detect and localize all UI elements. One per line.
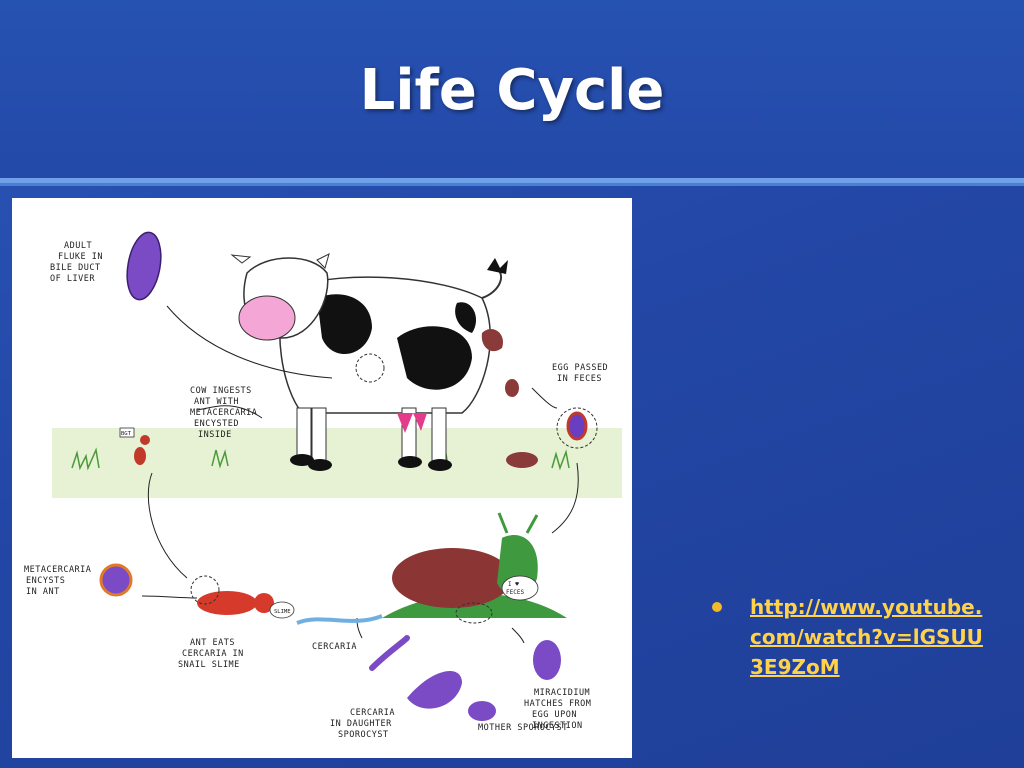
feces-icon	[505, 379, 519, 397]
egg-icon	[556, 407, 598, 449]
cycle-arrows	[141, 305, 579, 644]
label-metacercaria-1: METACERCARIA	[24, 565, 91, 575]
life-cycle-illustration: ADULT FLUKE IN BILE DUCT OF LIVER COW IN…	[24, 231, 622, 740]
snail-sign-text-1: I ♥	[508, 581, 519, 588]
grass-blades	[71, 447, 570, 471]
label-metacercaria-2: ENCYSTS	[26, 576, 65, 586]
ant-eating-cercaria: SLIME	[190, 575, 295, 619]
label-cercaria-daughter-1: CERCARIA	[350, 708, 395, 718]
feces-icon	[506, 452, 538, 468]
snail: I ♥ FECES	[296, 512, 567, 625]
label-cow-ingests-1: COW INGESTS	[190, 386, 252, 396]
label-miracidium-2: HATCHES FROM	[524, 699, 591, 709]
label-adult-fluke-4: OF LIVER	[50, 274, 95, 284]
label-cow-ingests-2: ANT WITH	[194, 397, 239, 407]
label-adult-fluke-3: BILE DUCT	[50, 263, 101, 273]
bullet-icon	[712, 602, 722, 612]
feces-icon	[481, 328, 503, 352]
label-ant-eats-3: SNAIL SLIME	[178, 660, 240, 670]
label-cercaria-daughter-3: SPOROCYST	[338, 730, 389, 740]
label-ant-eats-1: ANT EATS	[190, 638, 235, 648]
adult-fluke-icon	[126, 231, 162, 301]
label-cow-ingests-3: METACERCARIA	[190, 408, 257, 418]
label-miracidium-4: INGESTION	[532, 721, 583, 731]
label-adult-fluke-2: FLUKE IN	[58, 252, 103, 262]
miracidium-icon	[533, 640, 561, 680]
label-cow-ingests-4: ENCYSTED	[194, 419, 239, 429]
cercaria-icon	[369, 635, 410, 671]
egg-icon	[566, 411, 588, 441]
slide-header	[0, 0, 1024, 178]
mother-sporocyst-icon	[468, 701, 496, 721]
label-cercaria: CERCARIA	[312, 642, 357, 652]
label-cow-ingests-5: INSIDE	[198, 430, 232, 440]
header-divider	[0, 178, 1024, 183]
cow	[230, 253, 508, 471]
label-miracidium-3: EGG UPON	[532, 710, 577, 720]
label-mother-sporocyst: MOTHER SPOROCYST	[478, 723, 568, 733]
label-miracidium-1: MIRACIDIUM	[534, 688, 590, 698]
slide-title: Life Cycle	[359, 58, 665, 123]
daughter-sporocyst-icon	[407, 671, 462, 709]
ant-sign-text: BGT	[121, 431, 132, 437]
label-ant-eats-2: CERCARIA IN	[182, 649, 244, 659]
life-cycle-diagram: ADULT FLUKE IN BILE DUCT OF LIVER COW IN…	[12, 198, 632, 758]
label-cercaria-daughter-2: IN DAUGHTER	[330, 719, 392, 729]
label-egg-passed-1: EGG PASSED	[552, 363, 608, 373]
metacercaria-icon	[99, 563, 133, 597]
label-adult-fluke-1: ADULT	[64, 241, 92, 251]
snail-sign-text-2: FECES	[506, 589, 524, 596]
slime-text: SLIME	[274, 609, 291, 615]
label-egg-passed-2: IN FECES	[557, 374, 602, 384]
video-link[interactable]: http://www.youtube.com/watch?v=lGSUU3E9Z…	[750, 595, 983, 679]
ant-with-sign: BGT	[119, 427, 150, 465]
label-metacercaria-3: IN ANT	[26, 587, 60, 597]
header-divider-shadow	[0, 183, 1024, 186]
